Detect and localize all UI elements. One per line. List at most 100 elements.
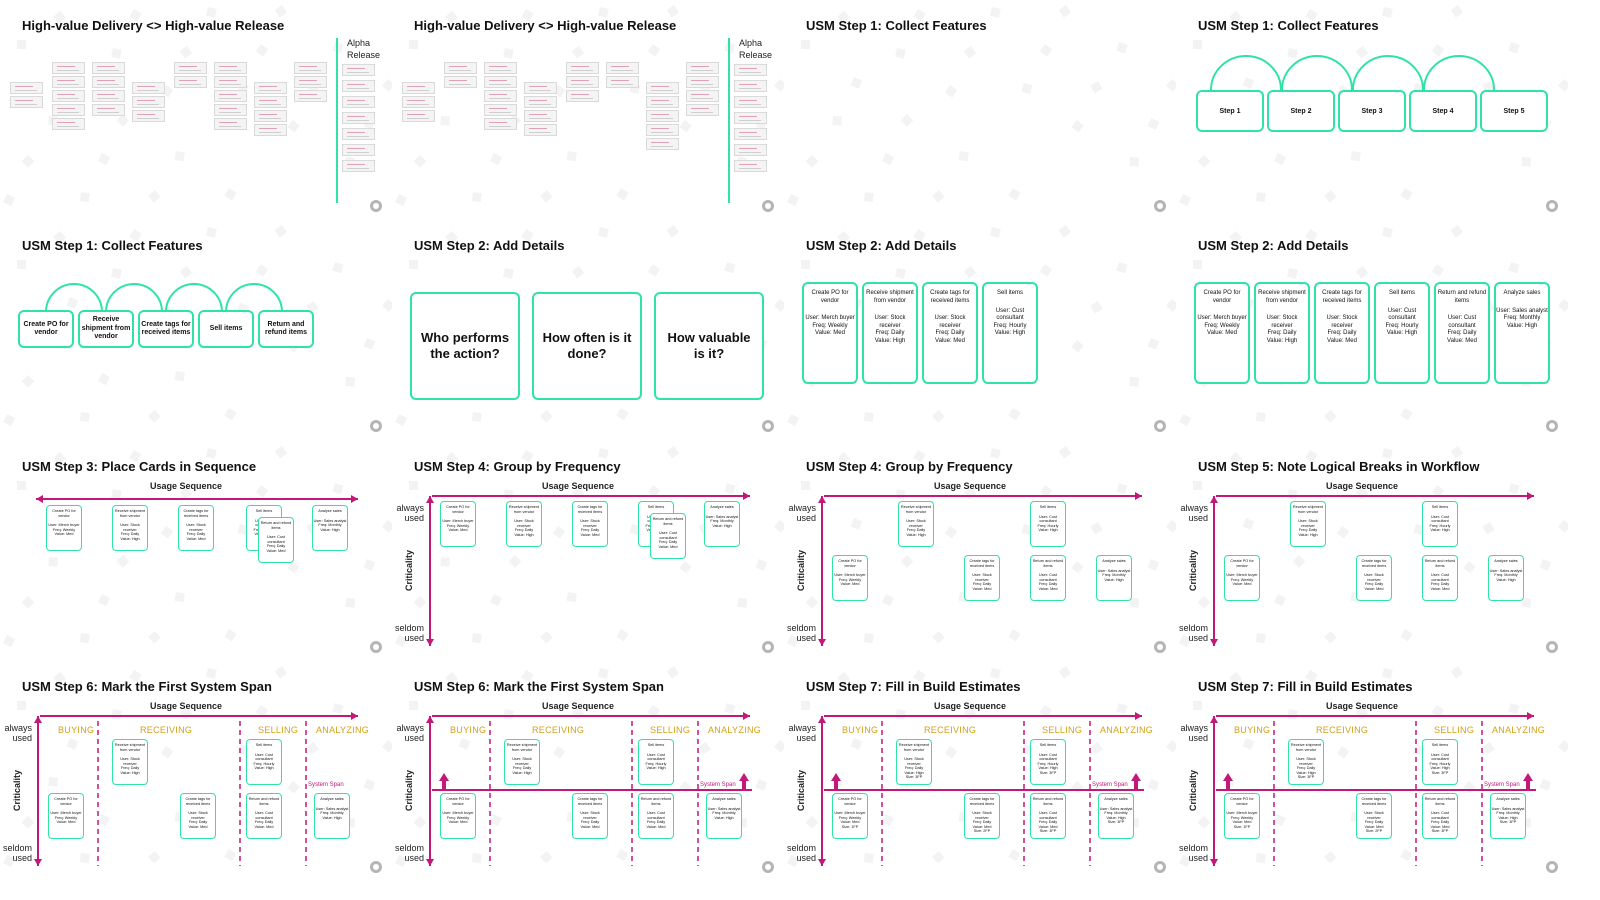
card-freq: Freq: Monthly [1102,573,1126,578]
feature-card[interactable]: Receive shipment from vendor [78,310,134,348]
story-sticky [524,96,557,108]
card-user: User: Stock receiver [1266,315,1298,329]
card-value: Value: High [906,532,926,537]
question-card[interactable]: How often is it done? [532,292,642,400]
step-card[interactable]: Step 5 [1480,90,1548,132]
card-user: User: Stock receiver [186,523,206,532]
step-card[interactable]: Step 2 [1267,90,1335,132]
background-square [1336,526,1350,539]
background-square [850,77,863,89]
question-card[interactable]: Who performs the action? [410,292,520,400]
slide-2[interactable]: High-value Delivery <> High-value Releas… [392,0,784,220]
slide-3[interactable]: USM Step 1: Collect Features [784,0,1176,220]
feature-card[interactable]: Create PO for vendor [18,310,74,348]
story-sticky [174,76,207,88]
background-square [1166,299,1176,312]
slide-1[interactable]: High-value Delivery <> High-value Releas… [0,0,392,220]
feature-card[interactable]: Return and refund items [258,310,314,348]
slide-12[interactable]: USM Step 5: Note Logical Breaks in Workf… [1176,441,1568,661]
step-card[interactable]: Step 1 [1196,90,1264,132]
feature-card[interactable]: Create tags for received items [138,310,194,348]
background-square [521,670,534,683]
arrow-head [351,495,358,503]
card-feature-name: Receive shipment from vendor [114,743,146,752]
question-card[interactable]: How valuable is it? [654,292,764,400]
background-square [755,559,768,571]
step-card[interactable]: Step 4 [1409,90,1477,132]
step-card[interactable]: Step 3 [1338,90,1406,132]
feature-card[interactable]: Sell items [198,310,254,348]
background-square [1431,704,1445,718]
logo-icon [762,200,774,212]
